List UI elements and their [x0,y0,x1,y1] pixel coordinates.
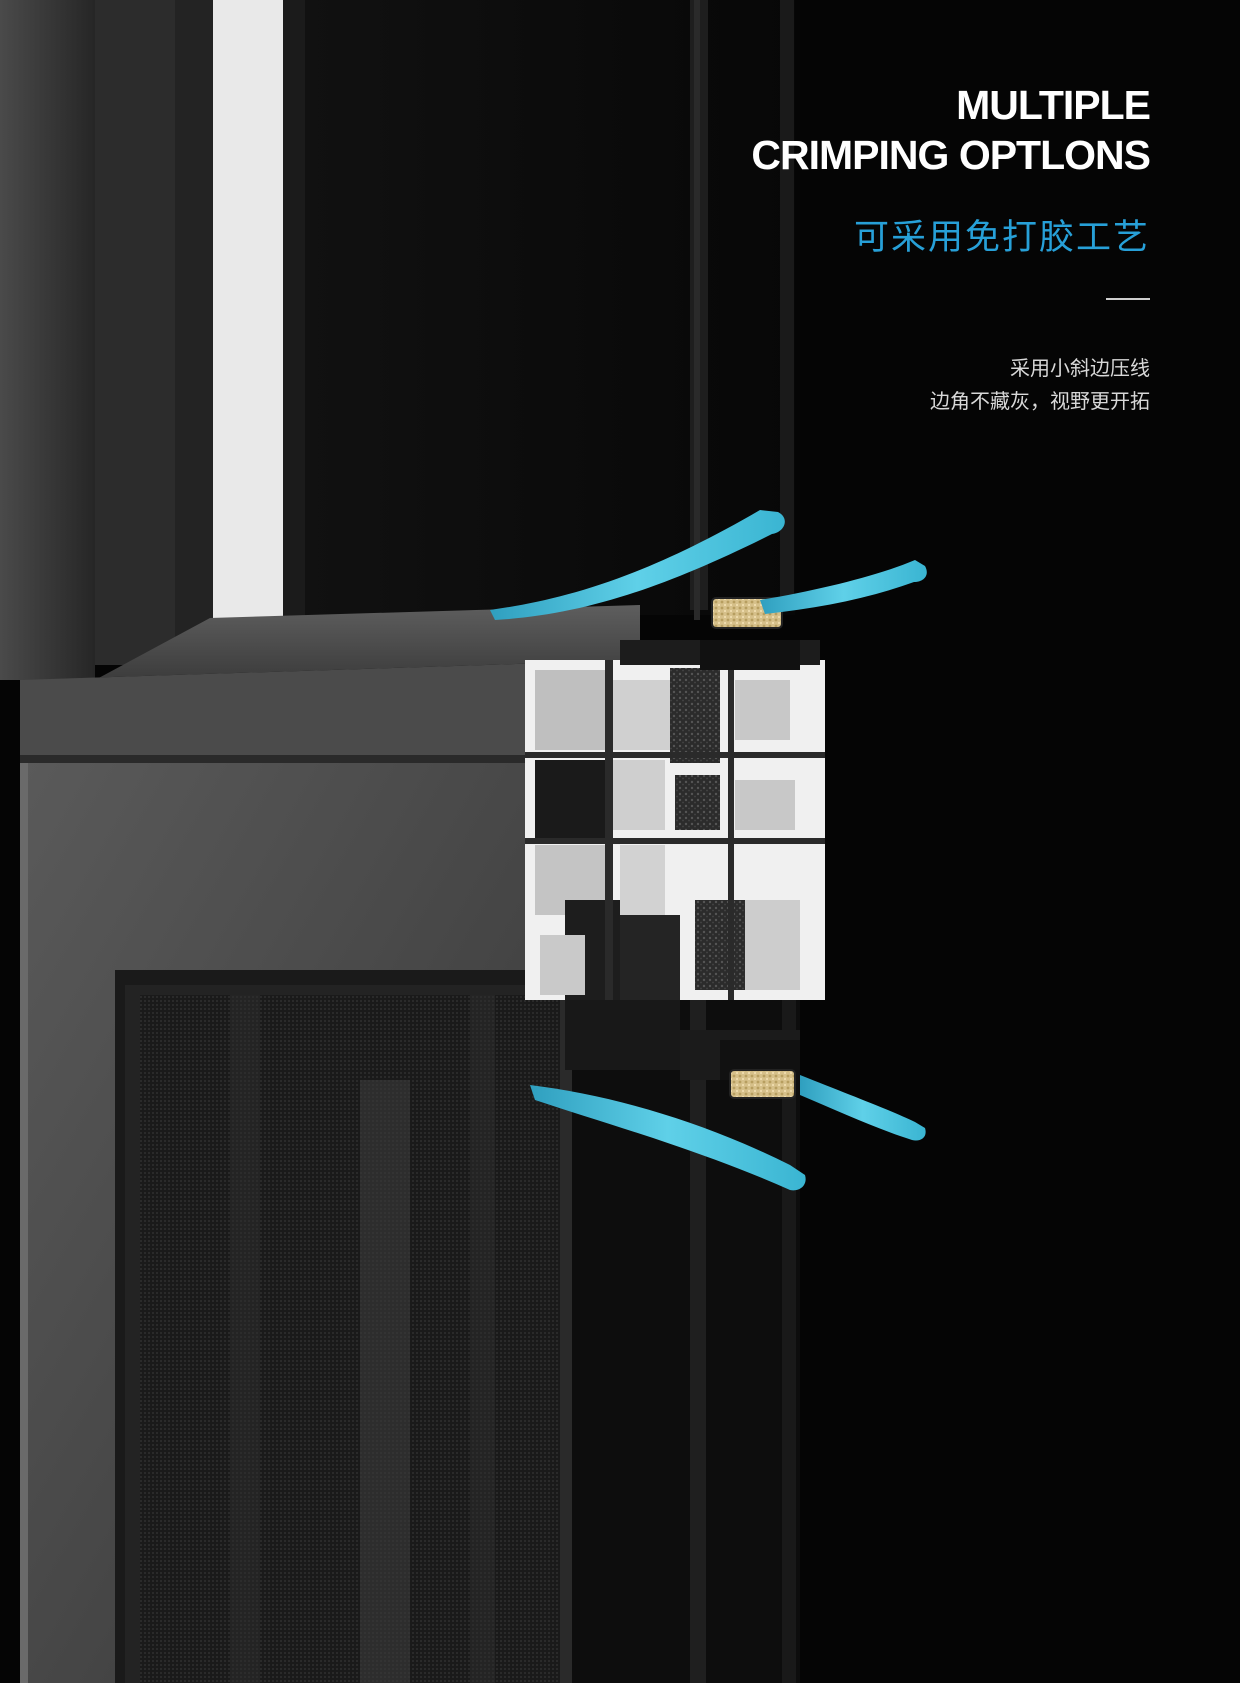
profile-cross-section [525,597,825,1099]
upper-glass [305,0,795,615]
feature-title-line2: CRIMPING OPTLONS [751,132,1151,178]
feature-subtitle: 可采用免打胶工艺 [853,218,1150,258]
upper-sill [20,605,640,680]
description-line1: 采用小斜边压线 [1010,356,1150,380]
white-reveal [213,0,283,620]
outer-frame-left [0,0,95,680]
insect-screen [140,995,560,1683]
sealing-gaskets [490,510,927,1191]
desiccant-strip-bottom [729,1069,796,1099]
feature-description: 采用小斜边压线 边角不藏灰，视野更开拓 [630,352,1150,418]
divider-rule [1106,298,1150,300]
transom-rail [20,660,640,760]
feature-copy: MULTIPLE CRIMPING OPTLONS 可采用免打胶工艺 采用小斜边… [630,80,1151,418]
feature-title-line1: MULTIPLE [956,82,1151,128]
description-line2: 边角不藏灰，视野更开拓 [930,389,1150,413]
